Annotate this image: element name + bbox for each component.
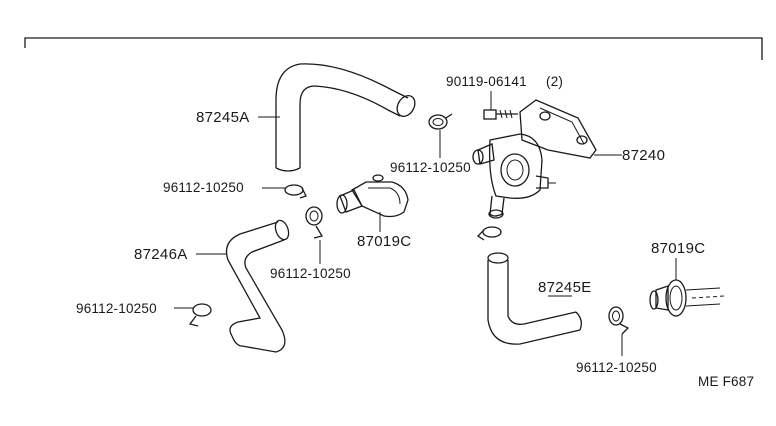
label-87019c-left: 87019C [357,233,411,250]
label-clamp-3: 96112-10250 [270,266,351,281]
label-87019c-right: 87019C [651,240,705,257]
label-87246a: 87246A [134,246,188,263]
hose-87245a [275,63,416,172]
clamp-1 [284,184,307,199]
label-clamp-4: 96112-10250 [76,301,157,316]
label-bolt-90119: 90119-06141 [446,74,527,89]
clamp-3 [305,206,324,239]
valve-87019c-right [649,279,725,317]
label-87245a: 87245A [196,109,250,126]
label-clamp-5: 96112-10250 [576,360,657,375]
label-clamp-2: 96112-10250 [390,160,471,175]
clamp-5 [608,306,630,335]
clamp-valve-bottom [476,226,502,241]
clamp-4 [188,303,212,327]
valve-87019c-left [336,174,409,218]
clamp-upper-center [428,113,453,130]
frame-bracket [24,37,763,60]
label-clamp-1: 96112-10250 [163,180,244,195]
drawing-code: ME F687 [698,374,754,389]
hose-87245e [487,252,582,345]
valve-87240 [472,99,597,219]
label-bolt-qty: (2) [546,74,563,89]
bolt-90119 [483,109,518,120]
label-87240: 87240 [622,147,665,164]
label-87245e: 87245E [538,279,592,296]
hose-87246a [225,219,290,353]
